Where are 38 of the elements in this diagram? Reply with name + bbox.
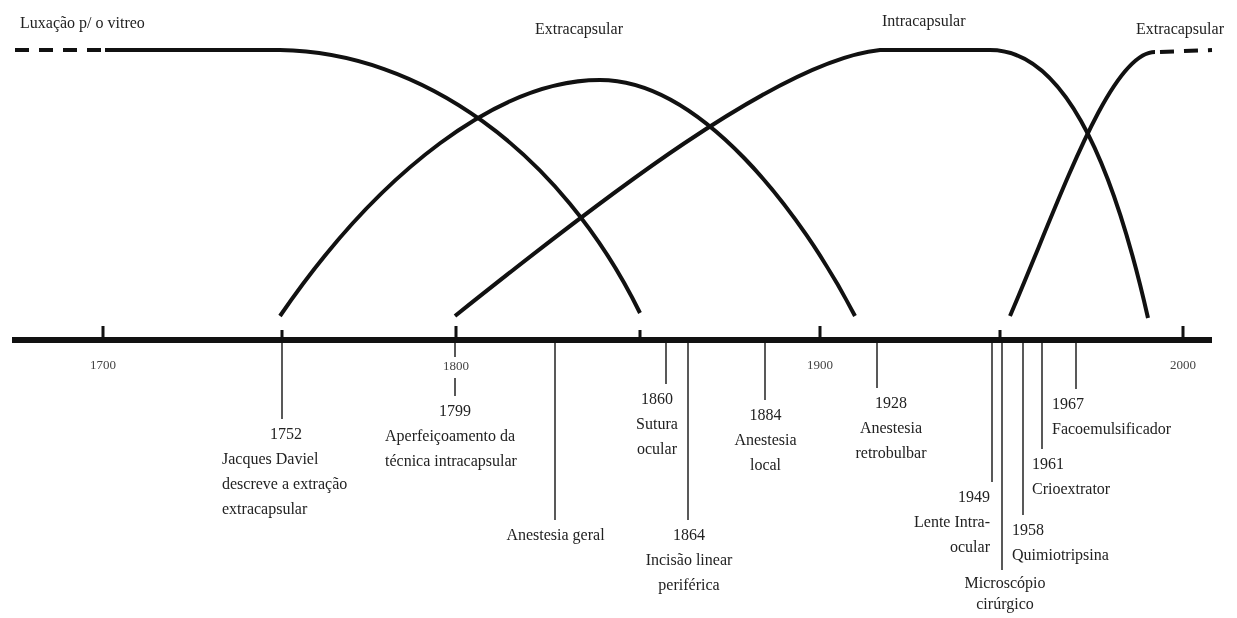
event-description: Sutura ocular (635, 414, 679, 459)
leader-line (454, 342, 456, 397)
curve-label: Luxação p/ o vitreo (20, 14, 145, 32)
event-description: Aperfeiçoamento da técnica intracapsular (385, 426, 518, 472)
event-description: Anestesia geral (506, 525, 605, 546)
leader-line (665, 342, 667, 385)
leader-line (1075, 342, 1077, 390)
leader-line (1041, 342, 1043, 450)
event-description: Lente Intra-ocular (913, 512, 990, 557)
event-description: Microscópio cirúrgico (963, 573, 1047, 614)
curve-label: Extracapsular (535, 20, 623, 38)
leader-line (1022, 342, 1024, 516)
event-year: 1967 (1052, 394, 1084, 414)
leader-line (991, 342, 993, 483)
event-year: 1928 (875, 393, 907, 413)
curve-label: Intracapsular (882, 12, 966, 30)
event-description: Quimiotripsina (1012, 545, 1109, 566)
event-year: 1752 (270, 424, 302, 444)
event-year: 1958 (1012, 520, 1044, 540)
event-year: 1949 (958, 487, 990, 507)
event-year: 1799 (439, 401, 471, 421)
curve-label: Extracapsular (1136, 20, 1224, 38)
leader-line (876, 342, 878, 389)
event-description: Anestesia local (733, 430, 798, 475)
event-description: Crioextrator (1032, 479, 1111, 499)
event-description: Jacques Daviel descreve a extração extracapsular (222, 449, 349, 520)
leader-line (764, 342, 766, 401)
event-year: 1860 (641, 389, 673, 409)
event-description: Facoemulsificador (1052, 419, 1172, 439)
event-description: Anestesia retrobulbar (854, 418, 928, 463)
event-year: 1864 (673, 525, 705, 545)
event-year: 1884 (749, 405, 782, 425)
event-year: 1961 (1032, 454, 1064, 474)
leader-line (281, 342, 283, 420)
leader-line (687, 342, 689, 521)
leader-line (554, 342, 556, 521)
leader-line (1001, 342, 1003, 571)
event-description: Incisão linear periférica (644, 550, 734, 596)
